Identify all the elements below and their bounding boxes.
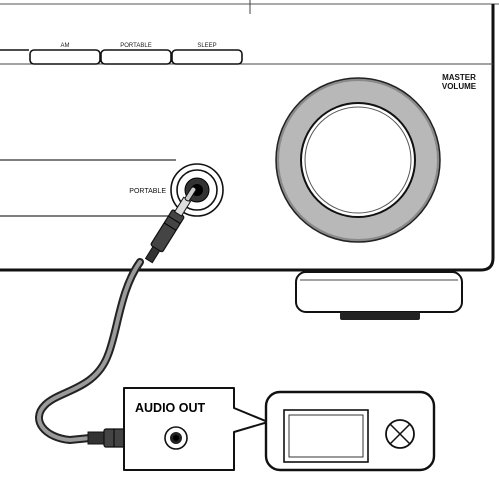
- receiver-foot: [295, 271, 463, 320]
- receiver-front-panel: AM PORTABLE SLEEP PORTABLE MASTER VOLUME: [0, 0, 499, 320]
- player-control-icon[interactable]: [385, 419, 415, 449]
- audio-out-jack[interactable]: [164, 426, 188, 450]
- button-row: AM PORTABLE SLEEP: [0, 43, 243, 65]
- portable-button[interactable]: [100, 49, 172, 65]
- am-button[interactable]: [29, 49, 101, 65]
- sleep-button-label: SLEEP: [197, 43, 216, 49]
- master-volume-knob[interactable]: [275, 77, 441, 243]
- am-button-label: AM: [61, 43, 70, 49]
- sleep-button[interactable]: [171, 49, 243, 65]
- portable-player: AUDIO OUT: [123, 387, 436, 472]
- master-volume-label-line2: VOLUME: [442, 82, 477, 91]
- upper-plug: [144, 186, 197, 264]
- portable-button-label: PORTABLE: [120, 43, 151, 49]
- portable-jack-label: PORTABLE: [129, 188, 166, 195]
- master-volume-label-line1: MASTER: [442, 73, 476, 82]
- audio-out-label: AUDIO OUT: [135, 401, 206, 415]
- display-window: [0, 159, 176, 217]
- audio-out-callout: [123, 387, 269, 471]
- player-screen: [283, 409, 369, 463]
